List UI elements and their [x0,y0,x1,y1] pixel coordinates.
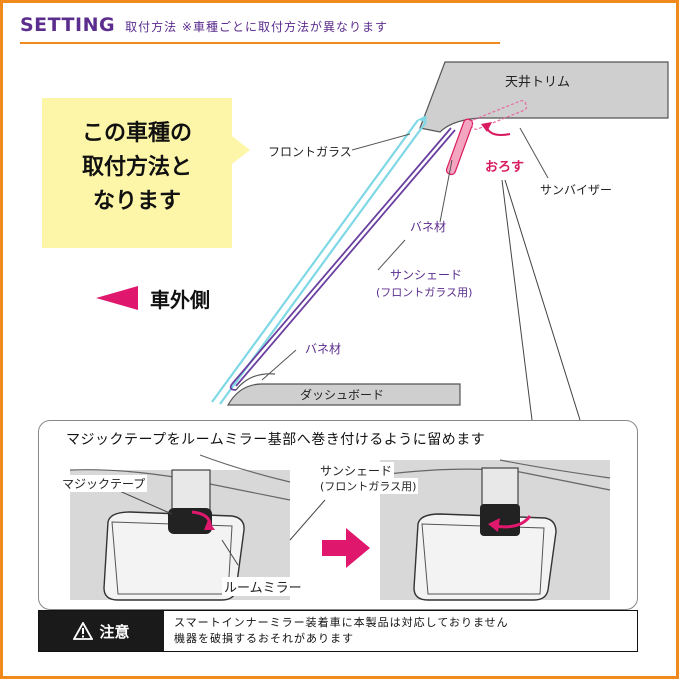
warning-body: スマートインナーミラー装着車に本製品は対応しておりません 機器を破損するおそれが… [164,611,637,651]
callout-burst [42,98,250,248]
label-outside: 車外側 [150,288,210,312]
warning-line-2: 機器を破損するおそれがあります [174,632,354,645]
arrow-left-icon [96,286,138,310]
detail-label-sunshade-sub: (フロントガラス用) [318,478,419,494]
windshield-glass [211,119,419,403]
sunshade-line [235,129,456,387]
callout-text: この車種の 取付方法と なります [52,117,222,219]
label-windshield: フロントガラス [268,145,352,159]
label-ceiling-trim: 天井トリム [505,75,571,90]
warning-line-1: スマートインナーミラー装着車に本製品は対応しておりません [174,616,509,629]
label-sunshade: サンシェード [390,268,463,282]
warning-bar: 注意 スマートインナーミラー装着車に本製品は対応しておりません 機器を破損するお… [38,610,638,652]
detail-title: マジックテープをルームミラー基部へ巻き付けるように留めます [66,432,486,448]
callout-line-3: なります [92,189,181,214]
callout-line-1: この車種の [81,121,192,146]
sun-visor-shape [445,118,474,176]
callout-line-2: 取付方法と [81,155,192,180]
label-sun-visor: サンバイザー [540,183,613,197]
detail-label-sunshade: サンシェード [318,462,395,479]
detail-label-velcro: マジックテープ [60,475,148,492]
curved-arrow-icon [485,125,511,136]
label-dashboard: ダッシュボード [300,388,385,402]
header-title-jp: 取付方法 ※車種ごとに取付方法が異なります [125,20,388,34]
header-underline [20,42,500,44]
page-header: SETTING 取付方法 ※車種ごとに取付方法が異なります [20,14,388,36]
warning-icon [73,622,94,640]
warning-head: 注意 [39,611,164,651]
label-lower: おろす [485,160,525,175]
label-spring-top: バネ材 [410,220,447,234]
label-sunshade-sub: (フロントガラス用) [376,286,473,299]
detail-label-room-mirror: ルームミラー [222,577,304,596]
warning-head-label: 注意 [99,622,130,641]
header-title-en: SETTING [20,14,116,36]
dashboard-shape [226,383,461,406]
label-spring-bottom: バネ材 [305,342,342,356]
ceiling-trim-shape [419,61,669,133]
